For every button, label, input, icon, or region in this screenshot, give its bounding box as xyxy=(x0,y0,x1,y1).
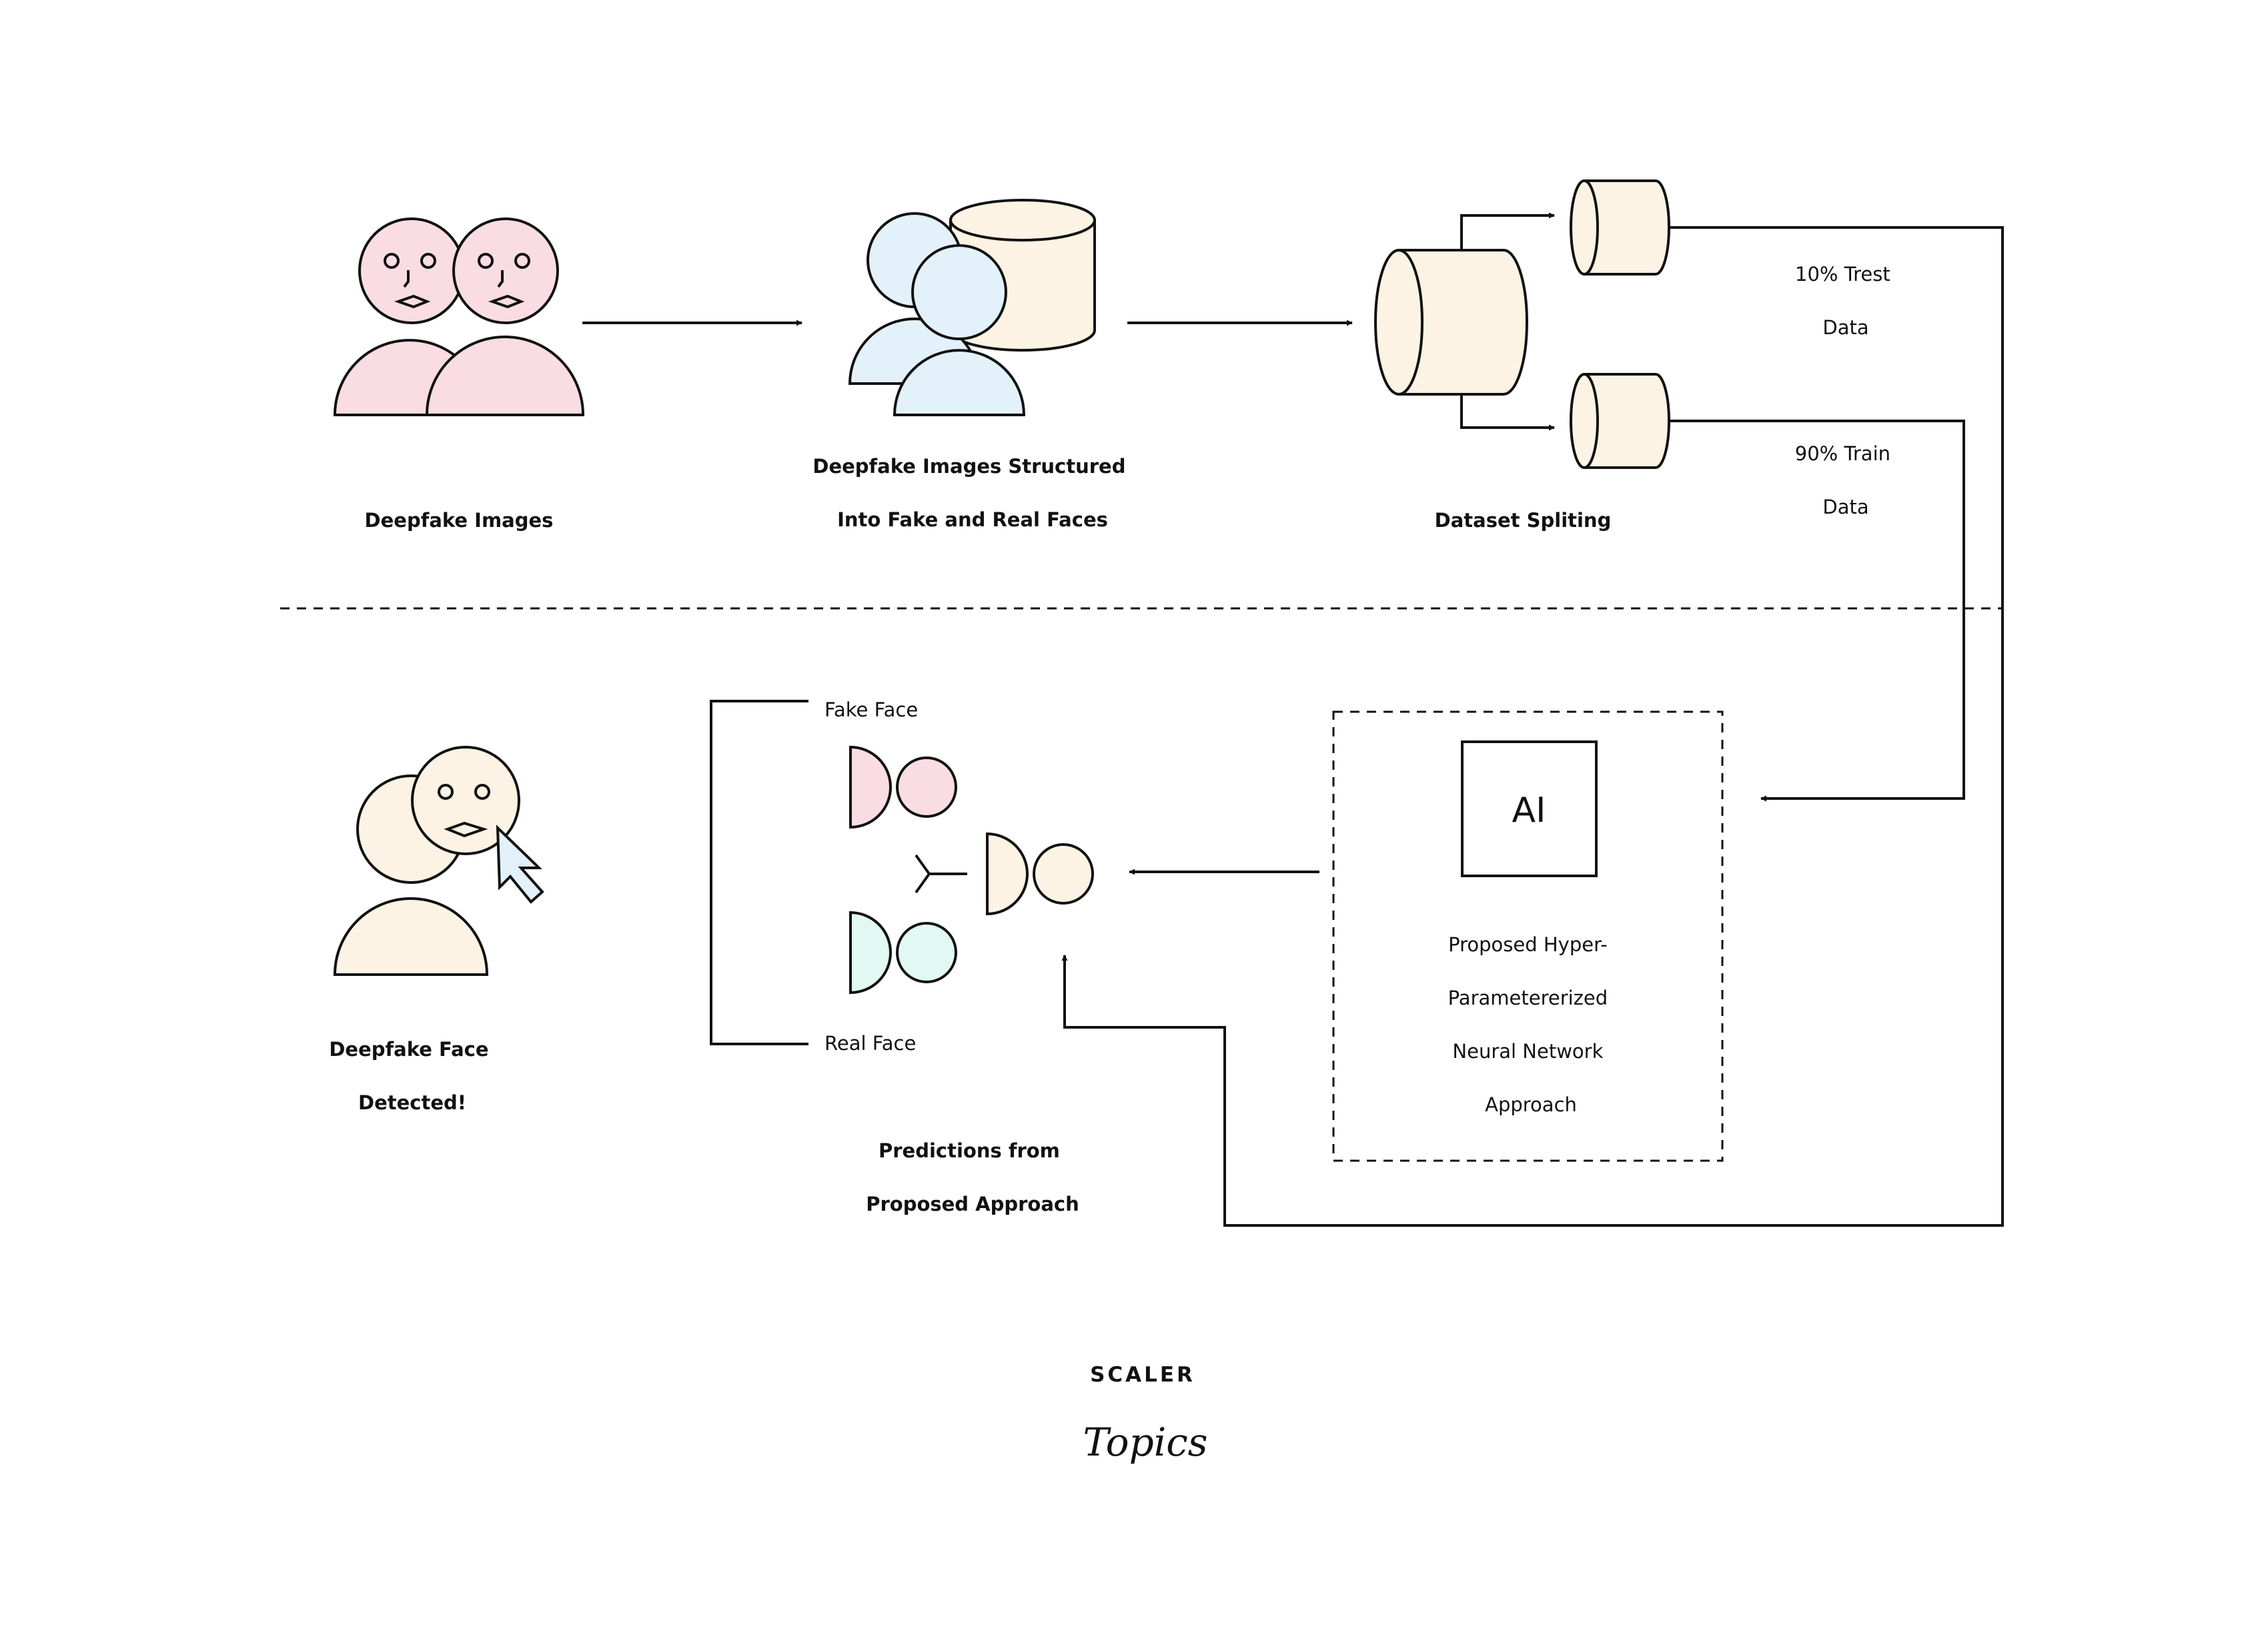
person-front-body xyxy=(893,349,1026,416)
scaler-topics-logo: SCALER Topics xyxy=(1083,1363,1207,1465)
person-front-head xyxy=(911,244,1007,340)
faces-pair-icon xyxy=(333,217,585,416)
test-split-label: 10% Trest Data xyxy=(1795,263,1896,339)
cursor-icon xyxy=(496,825,544,904)
model-dashed-box xyxy=(1332,710,1724,1162)
real-face-icon xyxy=(849,911,957,995)
merge-symbol xyxy=(915,854,967,894)
train-data-connector xyxy=(1669,420,1965,802)
model-label: Proposed Hyper- Parametererized Neural N… xyxy=(1448,933,1614,1116)
fake-face-label: Fake Face xyxy=(824,698,918,721)
test-data-cylinder-icon xyxy=(1570,179,1670,276)
head-right xyxy=(452,217,559,324)
step1-label: Deepfake Images xyxy=(365,509,554,532)
labels: Deepfake Images Deepfake Images Structur… xyxy=(329,263,1896,1215)
logo-scaler-text: SCALER xyxy=(1090,1363,1195,1387)
step3-label: Dataset Spliting xyxy=(1435,509,1612,532)
real-face-label: Real Face xyxy=(824,1032,916,1055)
test-data-connector xyxy=(1061,226,2004,1227)
logo-topics-text: Topics xyxy=(1083,1420,1207,1465)
faces-database-icon xyxy=(848,199,1096,416)
ai-box-icon xyxy=(1461,740,1598,877)
split-to-test xyxy=(1460,212,1555,250)
ai-icon-text: AI xyxy=(1512,790,1546,831)
train-data-cylinder-icon xyxy=(1570,373,1670,469)
dataset-cylinder-icon xyxy=(1374,249,1528,396)
split-to-train xyxy=(1460,394,1555,431)
train-split-label: 90% Train Data xyxy=(1795,442,1896,518)
predictions-label: Predictions from Proposed Approach xyxy=(866,1139,1079,1215)
result-label: Deepfake Face Detected! xyxy=(329,1038,495,1114)
fake-face-icon xyxy=(849,745,957,829)
step2-label: Deepfake Images Structured Into Fake and… xyxy=(812,455,1132,531)
body-right xyxy=(425,336,585,416)
prediction-bracket xyxy=(710,700,808,1045)
prediction-face-icon xyxy=(986,832,1094,916)
database-top xyxy=(949,199,1096,241)
detected-face-icon xyxy=(333,746,520,976)
